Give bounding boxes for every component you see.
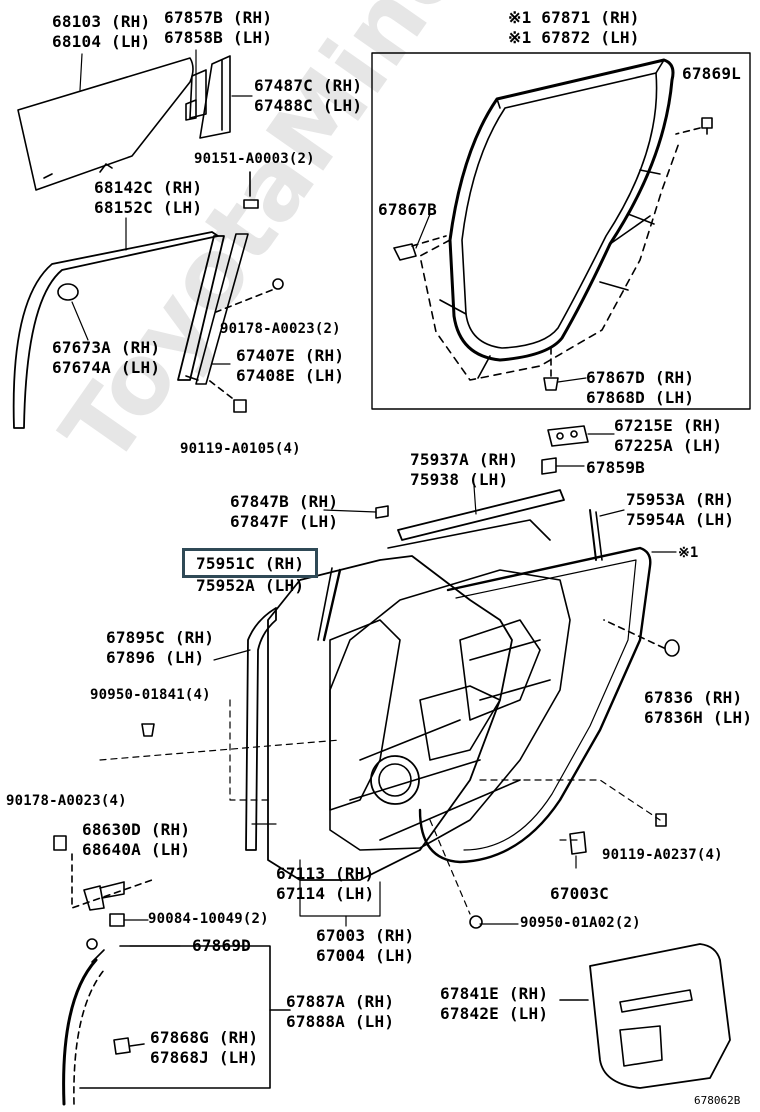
label-90119-b: 90119-A0237(4) bbox=[602, 847, 723, 863]
label-67836: 67836 (RH) bbox=[644, 688, 743, 707]
door-inner-panel-67113 bbox=[329, 569, 571, 851]
highlight-box-75951c bbox=[182, 548, 318, 578]
label-67858b: 67858B (LH) bbox=[164, 28, 273, 47]
label-75938: 75938 (LH) bbox=[410, 470, 509, 489]
label-68630d: 68630D (RH) bbox=[82, 820, 191, 839]
bolt-90178-lower-icon bbox=[53, 835, 67, 851]
glass-run-67857b bbox=[185, 69, 207, 121]
label-68640a: 68640A (LH) bbox=[82, 840, 191, 859]
label-67887a: 67887A (RH) bbox=[286, 992, 395, 1011]
cushion-67859b-icon bbox=[541, 457, 557, 475]
label-67488c: 67488C (LH) bbox=[254, 96, 363, 115]
label-68104: 68104 (LH) bbox=[52, 32, 151, 51]
label-67872: ※1 67872 (LH) bbox=[508, 28, 640, 47]
bolt-90178-upper-icon bbox=[215, 278, 284, 313]
weatherstrip-inner-67847b bbox=[375, 505, 389, 519]
label-67114: 67114 (LH) bbox=[276, 884, 375, 903]
label-90950-a: 90950-01841(4) bbox=[90, 687, 211, 703]
door-weatherstrip-inset bbox=[419, 58, 681, 381]
bolt-90119-upper-icon bbox=[205, 377, 247, 413]
label-67487c: 67487C (RH) bbox=[254, 76, 363, 95]
label-67003c: 67003C bbox=[550, 884, 609, 903]
label-75937a: 75937A (RH) bbox=[410, 450, 519, 469]
door-frame-weatherstrip-67871 bbox=[418, 546, 652, 864]
door-glass-68103 bbox=[17, 57, 194, 191]
label-67674a: 67674A (LH) bbox=[52, 358, 161, 377]
clip-67867d-icon bbox=[543, 345, 559, 391]
label-67113: 67113 (RH) bbox=[276, 864, 375, 883]
stopper-67836-icon bbox=[603, 619, 680, 657]
window-frame-68142c bbox=[12, 231, 219, 429]
label-90119-a: 90119-A0105(4) bbox=[180, 441, 301, 457]
label-90151: 90151-A0003(2) bbox=[194, 151, 315, 167]
bracket-67869d-frame bbox=[79, 945, 291, 1089]
label-67869l: 67869L bbox=[682, 64, 741, 83]
label-67215e: 67215E (RH) bbox=[614, 416, 723, 435]
clip-67869l-icon bbox=[675, 117, 713, 135]
opening-trim-67895c bbox=[245, 607, 277, 851]
label-90178-b: 90178-A0023(4) bbox=[6, 793, 127, 809]
label-67842e: 67842E (LH) bbox=[440, 1004, 549, 1023]
label-67847f: 67847F (LH) bbox=[230, 512, 339, 531]
weatherstrip-75953a bbox=[589, 509, 603, 561]
label-67407e: 67407E (RH) bbox=[236, 346, 345, 365]
door-trim-67841e bbox=[559, 943, 731, 1089]
hinge-67215e-icon bbox=[547, 425, 589, 447]
division-bar-67487c bbox=[199, 55, 231, 139]
rear-trim-67887a bbox=[62, 938, 105, 1106]
run-channel-67407e bbox=[177, 233, 249, 385]
label-67004: 67004 (LH) bbox=[316, 946, 415, 965]
label-68152c: 68152C (LH) bbox=[94, 198, 203, 217]
label-67408e: 67408E (LH) bbox=[236, 366, 345, 385]
label-68103: 68103 (RH) bbox=[52, 12, 151, 31]
label-67867d: 67867D (RH) bbox=[586, 368, 695, 387]
label-75953a: 75953A (RH) bbox=[626, 490, 735, 509]
inset-frame bbox=[371, 52, 751, 410]
label-75952a: 75952A (LH) bbox=[196, 576, 305, 595]
clip-90950-lower-icon bbox=[469, 915, 483, 929]
label-note-1: ※1 bbox=[678, 545, 699, 561]
label-90178-a: 90178-A0023(2) bbox=[220, 321, 341, 337]
label-67867b: 67867B bbox=[378, 200, 437, 219]
label-75951c[interactable]: 75951C (RH) bbox=[196, 554, 305, 573]
door-outer-panel-67003 bbox=[267, 555, 541, 881]
clip-67868g-icon bbox=[113, 1037, 145, 1055]
bolt-90119-lower-icon bbox=[655, 813, 667, 827]
belt-weatherstrip-75951c bbox=[317, 519, 551, 642]
leader-dash-lines bbox=[99, 699, 661, 915]
label-67895c: 67895C (RH) bbox=[106, 628, 215, 647]
label-67673a: 67673A (RH) bbox=[52, 338, 161, 357]
label-67896: 67896 (LH) bbox=[106, 648, 205, 667]
label-67868j: 67868J (LH) bbox=[150, 1048, 259, 1067]
label-67847b: 67847B (RH) bbox=[230, 492, 339, 511]
bolt-90151-icon bbox=[243, 171, 259, 209]
bracket-68630d bbox=[71, 853, 153, 911]
label-67888a: 67888A (LH) bbox=[286, 1012, 395, 1031]
label-67868d: 67868D (LH) bbox=[586, 388, 695, 407]
label-67859b: 67859B bbox=[586, 458, 645, 477]
diagram-code: 678062B bbox=[694, 1094, 741, 1107]
label-67841e: 67841E (RH) bbox=[440, 984, 549, 1003]
leader-lines bbox=[71, 49, 677, 947]
label-67868g: 67868G (RH) bbox=[150, 1028, 259, 1047]
label-67871: ※1 67871 (RH) bbox=[508, 8, 640, 27]
label-67836h: 67836H (LH) bbox=[644, 708, 753, 727]
label-67225a: 67225A (LH) bbox=[614, 436, 723, 455]
label-68142c: 68142C (RH) bbox=[94, 178, 203, 197]
clip-90950-icon bbox=[141, 723, 155, 737]
label-67869d: 67869D bbox=[192, 936, 251, 955]
label-90084: 90084-10049(2) bbox=[148, 911, 269, 927]
label-67003: 67003 (RH) bbox=[316, 926, 415, 945]
bolt-90084-icon bbox=[109, 913, 125, 927]
belt-molding-75937a bbox=[397, 489, 565, 541]
label-67857b: 67857B (RH) bbox=[164, 8, 273, 27]
cushion-67003c-icon bbox=[569, 831, 587, 855]
label-90950-b: 90950-01A02(2) bbox=[520, 915, 641, 931]
label-75954a: 75954A (LH) bbox=[626, 510, 735, 529]
